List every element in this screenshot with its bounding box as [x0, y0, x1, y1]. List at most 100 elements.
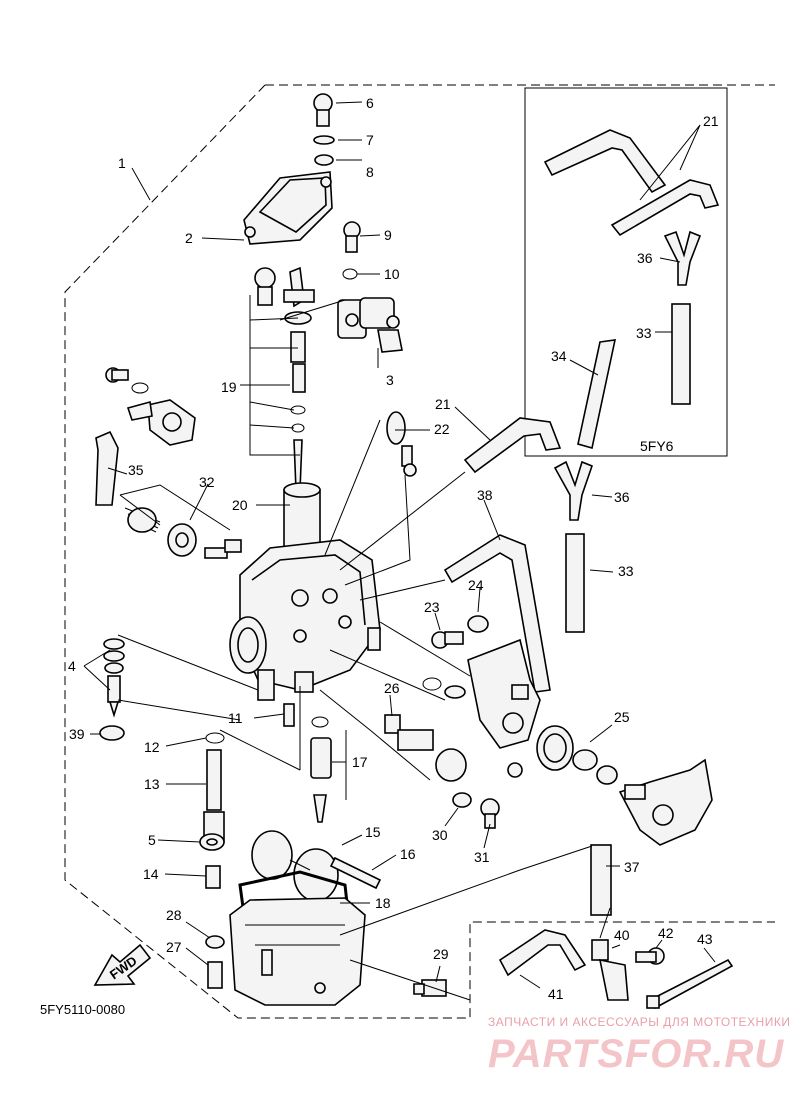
part-32-screw-set [124, 507, 242, 559]
watermark: ЗАПЧАСТИ И АКСЕССУАРЫ ДЛЯ МОТОТЕХНИКИ PA… [488, 1015, 790, 1076]
part-42-screw [635, 947, 665, 965]
part-3-throttle-lever [337, 297, 403, 353]
callout-41: 41 [548, 986, 564, 1002]
assembly-boundary [64, 84, 775, 1019]
callout-23: 23 [424, 599, 440, 615]
callout-39: 39 [69, 726, 85, 742]
inset-box-5fy6: 5FY6 [524, 87, 728, 457]
callout-21: 21 [435, 396, 451, 412]
callout-4: 4 [68, 658, 76, 674]
part-7-washer [313, 135, 335, 145]
inset-part-36-y-joint [663, 230, 702, 286]
callout-11: 11 [228, 710, 243, 726]
callout-30: 30 [432, 827, 448, 843]
leader-lines [83, 101, 716, 989]
callout-19: 19 [221, 379, 237, 395]
callout-38: 38 [477, 487, 493, 503]
part-40-fitting [591, 939, 629, 1001]
callout-36: 36 [637, 250, 653, 266]
part-33-tube [565, 533, 585, 633]
part-2-top-cover [243, 171, 333, 245]
part-13-needle-jet [203, 749, 225, 843]
callout-3: 3 [386, 372, 394, 388]
part-14-main-jet [205, 865, 221, 889]
callout-32: 32 [199, 474, 215, 490]
inset-part-21-hose [543, 129, 720, 237]
part-37-tube [590, 844, 612, 916]
callout-18: 18 [375, 895, 391, 911]
part-19-plunger-assembly [249, 266, 315, 491]
callout-13: 13 [144, 776, 160, 792]
callout-28: 28 [166, 907, 182, 923]
callout-37: 37 [624, 859, 640, 875]
part-4-pilot-screw [103, 638, 125, 718]
callout-42: 42 [658, 925, 674, 941]
part-choke-fitting [105, 367, 196, 446]
part-6-screw [313, 93, 333, 127]
part-12-oring [205, 732, 225, 744]
watermark-caption: ЗАПЧАСТИ И АКСЕССУАРЫ ДЛЯ МОТОТЕХНИКИ [488, 1015, 790, 1029]
part-27-bolt [207, 961, 223, 989]
callout-15: 15 [365, 824, 381, 840]
callout-12: 12 [144, 739, 160, 755]
part-5-washer [199, 833, 225, 851]
callout-6: 6 [366, 95, 374, 111]
callout-43: 43 [697, 931, 713, 947]
part-17-float-valve [310, 716, 332, 823]
inset-part-33-tube [671, 303, 691, 405]
callout-2: 2 [185, 230, 193, 246]
callout-27: 27 [166, 939, 182, 955]
part-23-bolt [431, 631, 464, 649]
callout-40: 40 [614, 927, 630, 943]
part-25-spring [536, 725, 618, 785]
callout-8: 8 [366, 164, 374, 180]
part-20-carburetor-body [229, 482, 381, 701]
part-30-washer [452, 792, 472, 808]
callout-16: 16 [400, 846, 416, 862]
part-36-y-joint [553, 460, 594, 521]
part-39-cap [99, 725, 125, 741]
callout-33: 33 [618, 563, 634, 579]
callout-35: 35 [128, 462, 144, 478]
part-28-washer [205, 935, 225, 949]
assembly-lines [117, 299, 611, 1001]
part-9-screw [343, 221, 361, 253]
watermark-brand: PARTSFOR.RU [488, 1032, 784, 1076]
part-22-screw-set [386, 411, 417, 477]
part-float-bowl [229, 897, 366, 1006]
callout-labels: 1234567891011121314151617181920212122232… [68, 95, 719, 1002]
callout-17: 17 [352, 754, 368, 770]
callout-26: 26 [384, 680, 400, 696]
part-31-screw [480, 798, 500, 829]
part-11-jet [283, 703, 295, 727]
callout-14: 14 [143, 866, 159, 882]
part-10-clip [342, 268, 358, 280]
callout-10: 10 [384, 266, 400, 282]
inset-model-label: 5FY6 [640, 438, 674, 454]
part-21-hose [463, 417, 562, 474]
part-throttle-bracket [422, 638, 541, 749]
fwd-arrow: FWD [93, 943, 152, 986]
callout-29: 29 [433, 946, 449, 962]
callout-20: 20 [232, 497, 248, 513]
figure-code: 5FY5110-0080 [40, 1002, 125, 1017]
part-throttle-cam [618, 758, 713, 846]
part-43-cable-tie [646, 958, 734, 1010]
callout-22: 22 [434, 421, 450, 437]
part-34-hose [577, 339, 617, 450]
callout-33: 33 [636, 325, 652, 341]
callout-36: 36 [614, 489, 630, 505]
part-41-hose [498, 929, 587, 977]
part-35-hose [95, 430, 119, 506]
callout-21: 21 [703, 113, 719, 129]
callout-1: 1 [118, 155, 126, 171]
part-26-screw [384, 714, 467, 782]
part-29-drain [413, 979, 447, 997]
callout-24: 24 [468, 577, 484, 593]
part-16-float-pin [329, 856, 382, 890]
callout-34: 34 [551, 348, 567, 364]
callout-5: 5 [148, 832, 156, 848]
part-15-float [251, 830, 339, 902]
